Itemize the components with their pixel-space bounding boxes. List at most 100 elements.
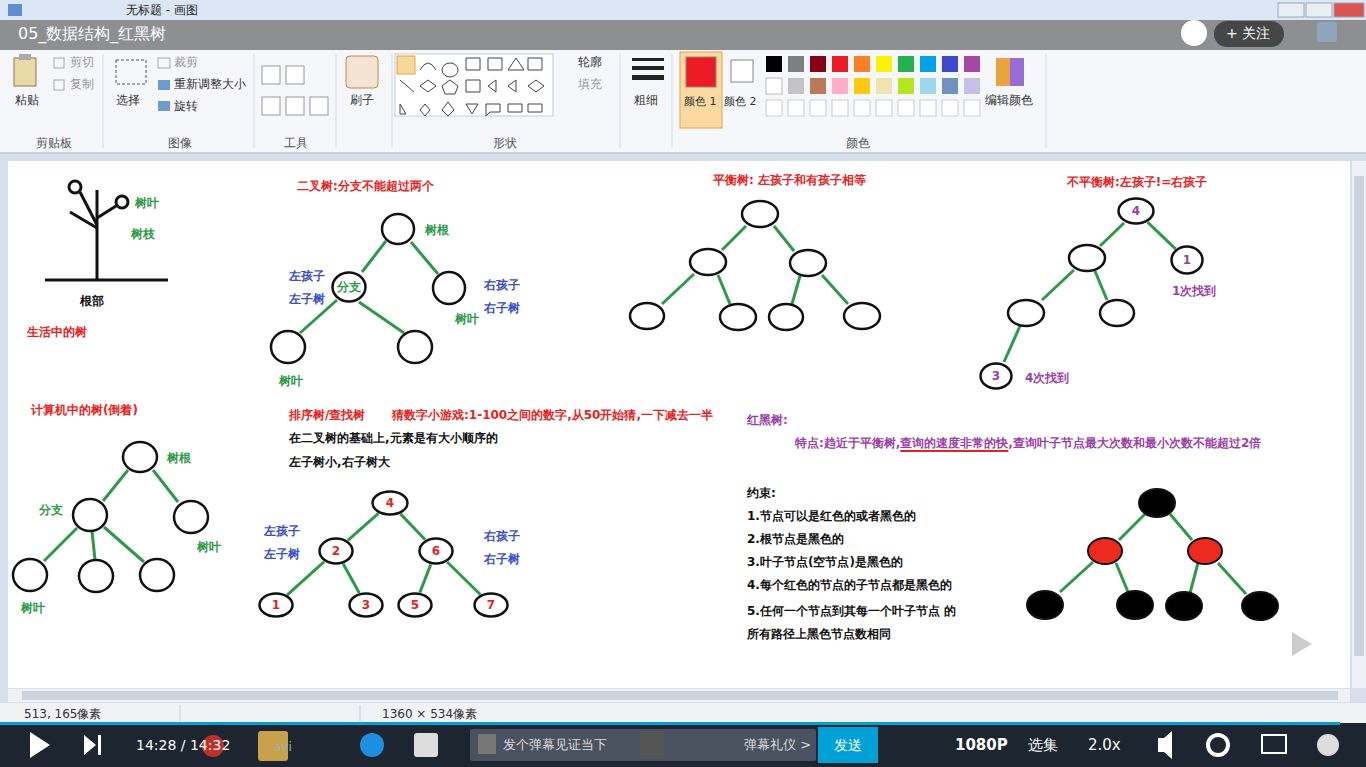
- label-text: 右子树: [484, 552, 520, 566]
- label-text: 弹幕礼仪 >: [744, 737, 811, 753]
- tree-links-part: [1170, 514, 1192, 540]
- ribbon-part: [400, 80, 544, 94]
- label-text: 513, 165像素: [24, 707, 101, 721]
- label-text: 复制: [70, 77, 94, 91]
- ribbon-part: [310, 97, 328, 115]
- color-palette-part: [788, 56, 804, 72]
- label-text: 选集: [1028, 736, 1058, 754]
- play-overlay-part: [1271, 622, 1329, 666]
- video-controls: [0, 722, 1366, 767]
- tree-circles-part: [79, 560, 113, 592]
- play-overlay: [1271, 622, 1329, 666]
- tree-circles-part: [1100, 300, 1134, 326]
- ribbon-part: [392, 54, 393, 148]
- tree-links-part: [1095, 271, 1107, 300]
- label-text: 颜色 1: [684, 95, 717, 108]
- tree-links-part: [103, 470, 128, 501]
- label-text: 右孩子: [484, 278, 520, 292]
- color-palette-part: [876, 78, 892, 94]
- ribbon-part: [397, 56, 415, 74]
- tree-circles-part: [433, 272, 465, 304]
- tree-node: 6: [418, 537, 454, 565]
- ribbon-part: [672, 54, 673, 148]
- red-black-tree: [1027, 489, 1278, 620]
- node-ellipse: [475, 594, 508, 617]
- label-text: 发送: [834, 737, 862, 754]
- tree-links-part: [792, 276, 800, 304]
- node-text-wrap: 2: [318, 537, 354, 565]
- real-tree-sketch-part: [70, 212, 97, 228]
- video-controls-part: [1262, 735, 1286, 753]
- ribbon-part: [103, 54, 104, 148]
- label-text: 1360 × 534像素: [382, 707, 477, 721]
- label-text: 生活中的树: [27, 325, 87, 339]
- tree-links-part: [718, 275, 730, 304]
- video-controls-part: [1317, 734, 1339, 756]
- ribbon-part: [14, 58, 36, 86]
- tree-edge: [400, 514, 425, 540]
- color-palette-part: [766, 78, 782, 94]
- ribbon-part: [996, 58, 1010, 86]
- tree-links-part: [722, 226, 746, 250]
- node-text: 4: [1132, 204, 1140, 218]
- node-ellipse: [420, 539, 453, 564]
- label-text: 二叉树:分支不能超过两个: [297, 179, 434, 193]
- label-text: 4.每个红色的节点的子节点都是黑色的: [747, 578, 952, 592]
- status-bar-part: [0, 703, 1366, 723]
- label-text: 选择: [116, 93, 140, 107]
- ribbon-part: [400, 102, 542, 116]
- node-text: 分支: [337, 279, 361, 296]
- tree-links-part: [1119, 514, 1145, 540]
- ribbon-part: [346, 56, 378, 88]
- node-ellipse: [1119, 199, 1154, 224]
- node-text-wrap: 7: [473, 592, 509, 618]
- node-text: 1: [1183, 253, 1191, 267]
- tree-links-part: [1218, 563, 1246, 594]
- video-controls-part: [818, 727, 878, 763]
- label-text: 4次找到: [1025, 371, 1069, 385]
- ribbon: [0, 20, 1366, 154]
- tree-circles-part: [720, 304, 756, 330]
- red-black-tree-part: [1166, 592, 1202, 620]
- color-palette-part: [832, 56, 848, 72]
- label-text: 5.任何一个节点到其每一个叶子节点 的所有路径上黑色节点数相同: [747, 600, 963, 646]
- color-palette-part: [898, 56, 914, 72]
- color-palette-part: [788, 78, 804, 94]
- color-palette-part: [964, 56, 980, 72]
- tree-links-part: [1004, 326, 1020, 362]
- status-bar-part: [180, 705, 181, 721]
- node-text-wrap: 6: [418, 537, 454, 565]
- video-controls-part: [360, 733, 384, 757]
- color-palette-part: [766, 56, 782, 72]
- video-controls-part: [0, 722, 1340, 725]
- color-palette-part: [898, 78, 914, 94]
- label-text: 2.根节点是黑色的: [747, 532, 844, 546]
- tree-links-part: [1042, 270, 1074, 300]
- label-text: 重新调整大小: [174, 77, 246, 91]
- ribbon-part: [116, 60, 146, 84]
- label-text: 左孩子: [289, 269, 325, 283]
- color-palette: [766, 56, 980, 116]
- tree-node: 分支: [331, 271, 367, 303]
- label-text: 左子树小,右子树大: [289, 455, 390, 469]
- node-ellipse: [1172, 247, 1203, 274]
- follow-button: [1214, 21, 1284, 47]
- ribbon-part: [420, 58, 542, 77]
- video-controls-part: [640, 731, 664, 759]
- status-bar: [0, 703, 1366, 723]
- tree-circles-part: [123, 442, 157, 472]
- video-controls-part: [470, 729, 816, 761]
- tree-circles-part: [790, 250, 826, 276]
- tree-node: 5: [397, 592, 433, 618]
- label-text: 粗细: [634, 93, 658, 107]
- video-title: 05_数据结构_红黑树: [18, 24, 166, 43]
- real-tree-sketch-part: [97, 206, 116, 218]
- tree-node: 2: [318, 537, 354, 565]
- label-text: 1.节点可以是红色的或者黑色的: [747, 509, 916, 523]
- node-text-wrap: 5: [397, 592, 433, 618]
- tree-links-part: [822, 275, 848, 304]
- color-palette-part: [920, 78, 936, 94]
- tree-links-part: [1190, 563, 1198, 593]
- tree-links-part: [92, 531, 95, 560]
